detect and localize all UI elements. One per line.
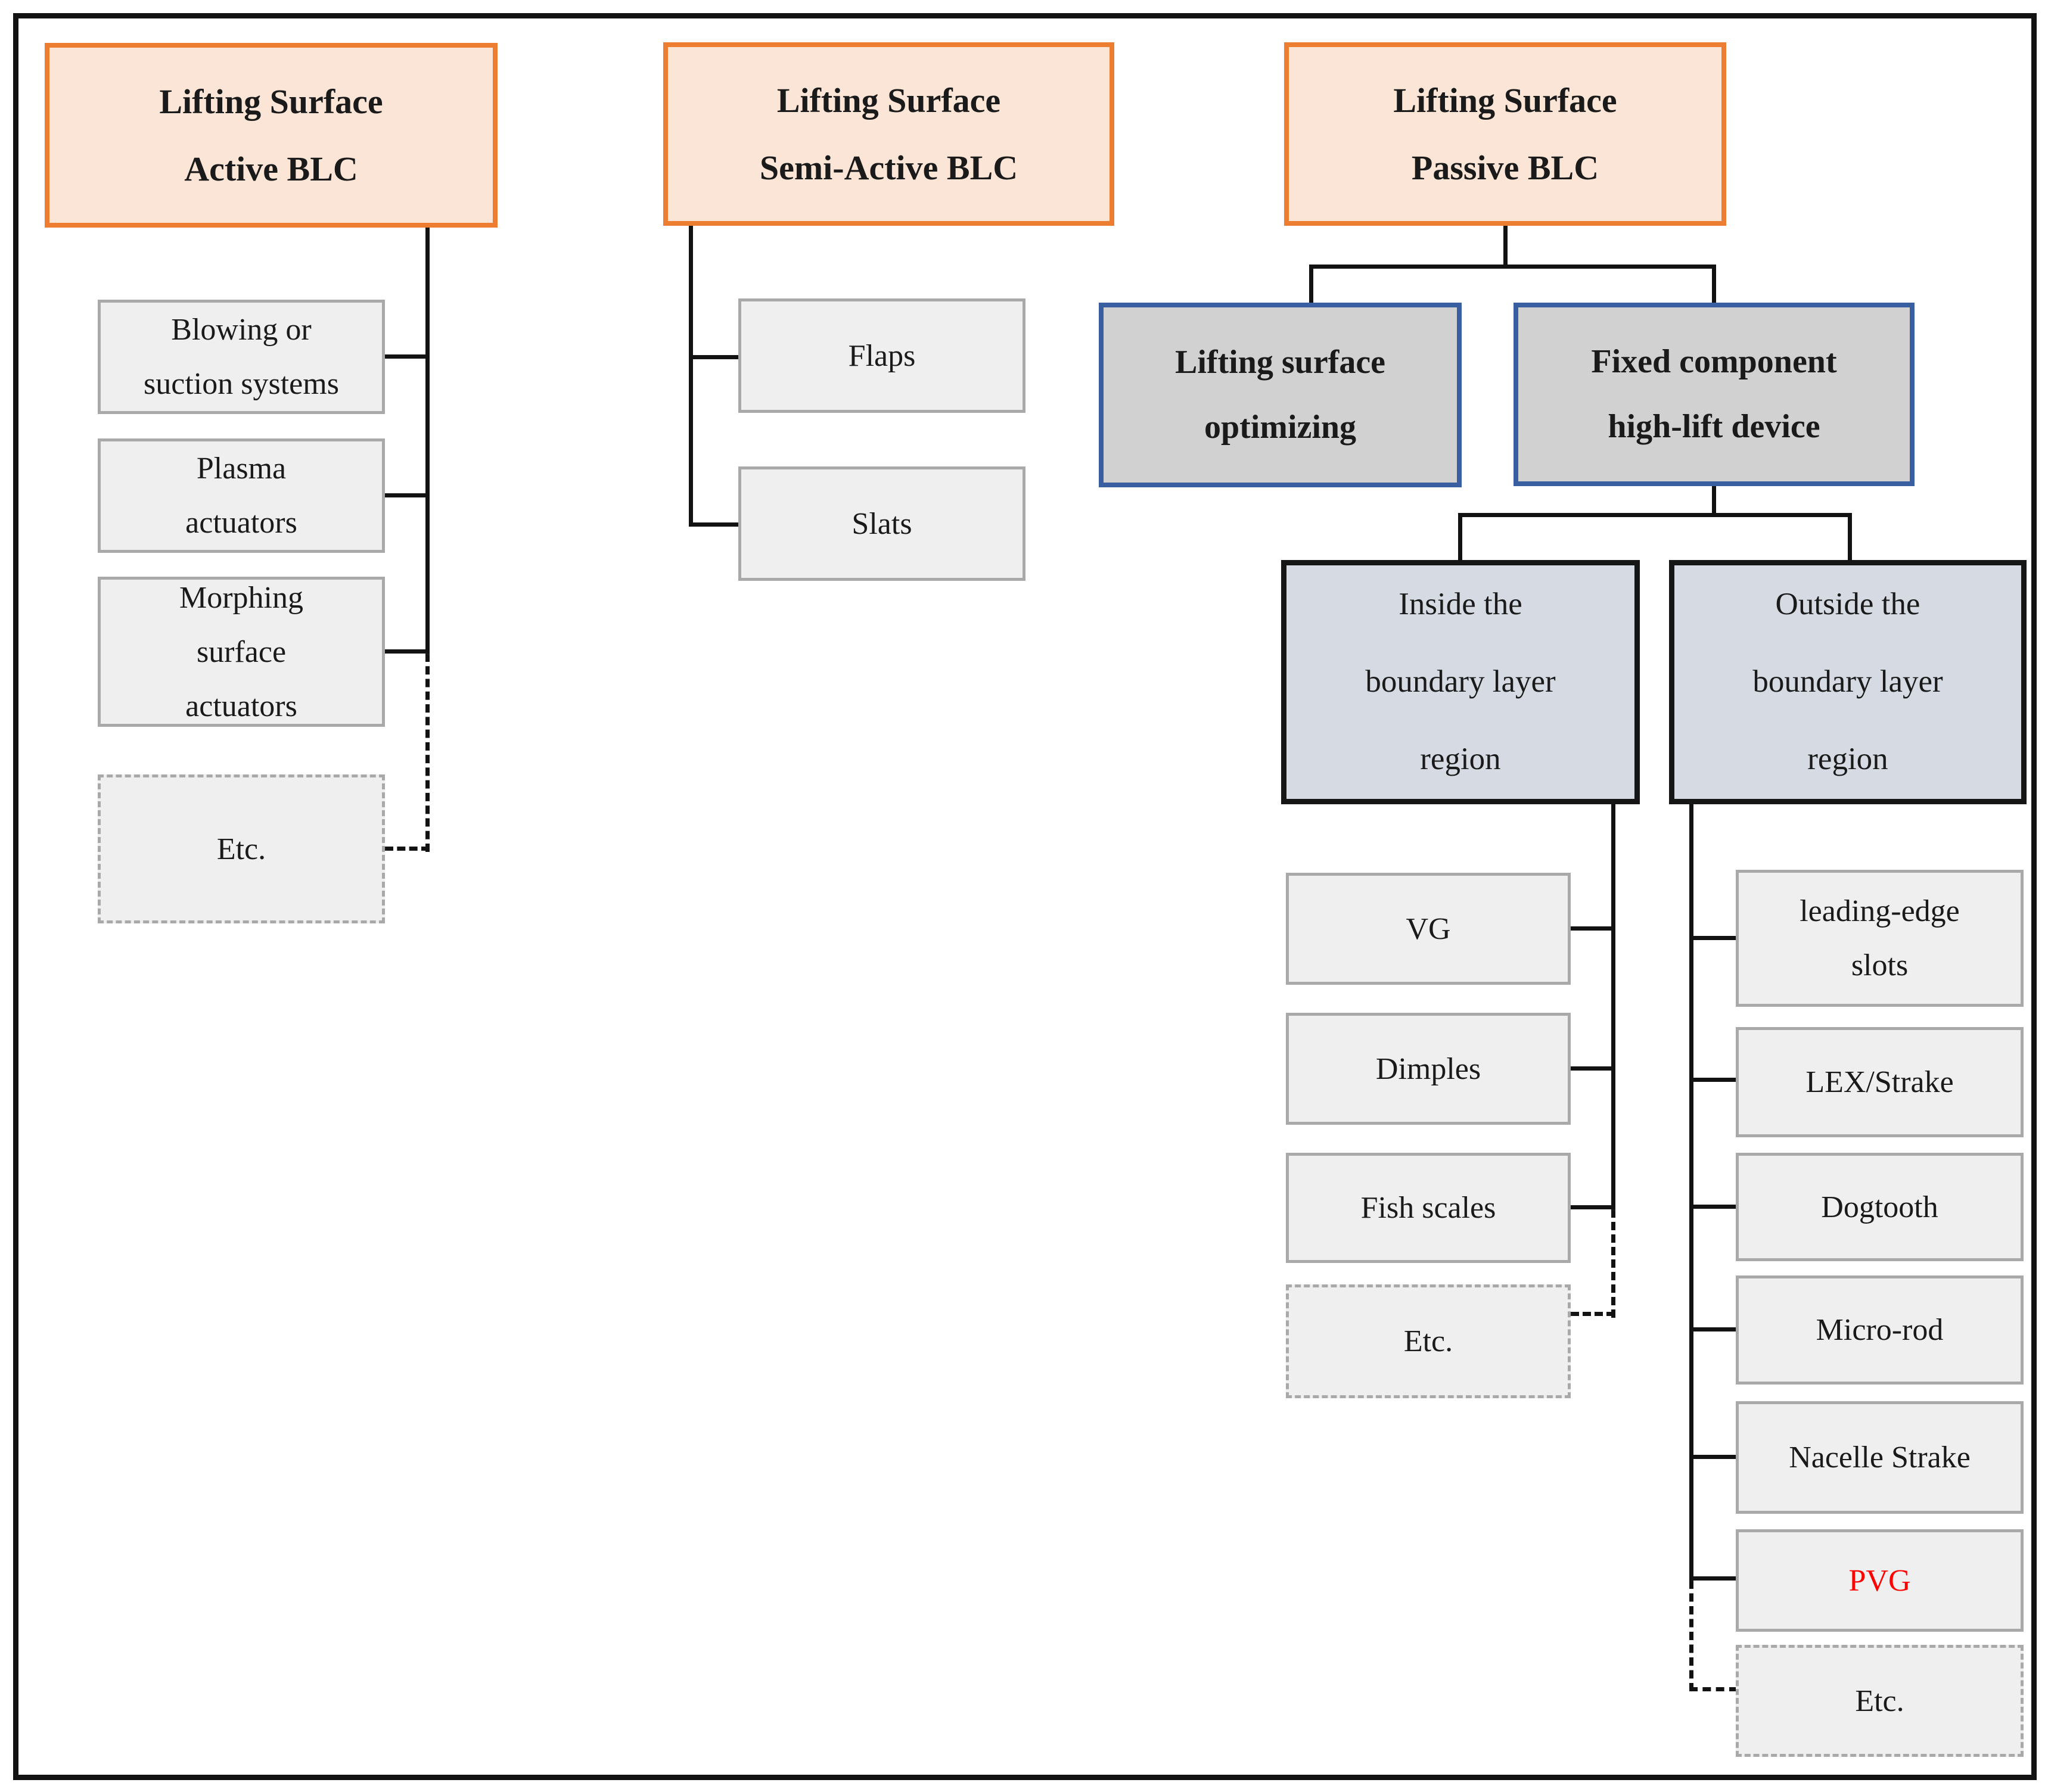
connector-blowing (385, 354, 428, 359)
connector-fixed-bar (1458, 513, 1852, 517)
node-lifting-surface-optimizing: Lifting surface optimizing (1099, 303, 1462, 487)
connector-drop-fixed (1712, 265, 1716, 303)
node-active-etc: Etc. (98, 774, 385, 923)
connector-morphing (385, 649, 428, 654)
connector-fish-scales (1571, 1205, 1613, 1209)
diagram-frame (13, 13, 2037, 1780)
node-pvg: PVG (1736, 1529, 2024, 1632)
node-micro-rod: Micro-rod (1736, 1275, 2024, 1385)
connector-nacelle-strake (1689, 1455, 1736, 1459)
connector-plasma (385, 493, 428, 497)
connector-inside-trunk-dashed (1611, 1209, 1615, 1318)
node-fish-scales: Fish scales (1286, 1153, 1571, 1263)
node-lex-strake: LEX/Strake (1736, 1027, 2024, 1137)
node-vg: VG (1286, 873, 1571, 985)
connector-fixed-stem (1712, 486, 1716, 517)
node-lifting-surface-active-blc: Lifting Surface Active BLC (45, 43, 498, 228)
node-lifting-surface-passive-blc: Lifting Surface Passive BLC (1284, 42, 1726, 226)
node-lifting-surface-semi-active-blc: Lifting Surface Semi-Active BLC (663, 42, 1114, 226)
connector-dogtooth (1689, 1205, 1736, 1209)
connector-active-trunk (425, 228, 430, 654)
node-leading-edge-slots: leading-edge slots (1736, 870, 2024, 1007)
node-dimples: Dimples (1286, 1013, 1571, 1125)
connector-passive-bar (1309, 265, 1716, 269)
connector-pvg (1689, 1576, 1736, 1581)
connector-vg (1571, 926, 1613, 931)
connector-leading-edge-slots (1689, 936, 1736, 940)
node-plasma-actuators: Plasma actuators (98, 438, 385, 553)
node-inside-boundary-layer-region: Inside the boundary layer region (1281, 560, 1640, 804)
connector-drop-inside (1458, 513, 1462, 560)
node-flaps: Flaps (738, 298, 1025, 413)
connector-dimples (1571, 1066, 1613, 1071)
connector-outside-trunk (1689, 804, 1693, 1583)
connector-passive-stem (1503, 226, 1508, 269)
connector-outside-trunk-dashed (1689, 1581, 1693, 1691)
node-dogtooth: Dogtooth (1736, 1153, 2024, 1261)
node-fixed-component-high-lift-device: Fixed component high-lift device (1514, 303, 1915, 486)
connector-slats (689, 522, 738, 527)
connector-inside-etc (1571, 1312, 1615, 1316)
node-nacelle-strake: Nacelle Strake (1736, 1401, 2024, 1514)
connector-lex-strake (1689, 1078, 1736, 1082)
node-outside-etc: Etc. (1736, 1645, 2024, 1757)
connector-active-trunk-dashed (425, 654, 430, 852)
node-outside-boundary-layer-region: Outside the boundary layer region (1669, 560, 2027, 804)
node-slats: Slats (738, 466, 1025, 581)
node-inside-etc: Etc. (1286, 1284, 1571, 1398)
connector-outside-etc (1689, 1687, 1738, 1691)
connector-active-etc (385, 847, 430, 851)
connector-drop-optimizing (1309, 265, 1313, 303)
node-blowing-or-suction-systems: Blowing or suction systems (98, 300, 385, 414)
connector-drop-outside (1848, 513, 1852, 560)
node-morphing-surface-actuators: Morphing surface actuators (98, 577, 385, 727)
connector-inside-trunk (1611, 804, 1615, 1209)
connector-flaps (689, 355, 738, 359)
connector-semi-trunk (689, 226, 693, 527)
connector-micro-rod (1689, 1327, 1736, 1331)
